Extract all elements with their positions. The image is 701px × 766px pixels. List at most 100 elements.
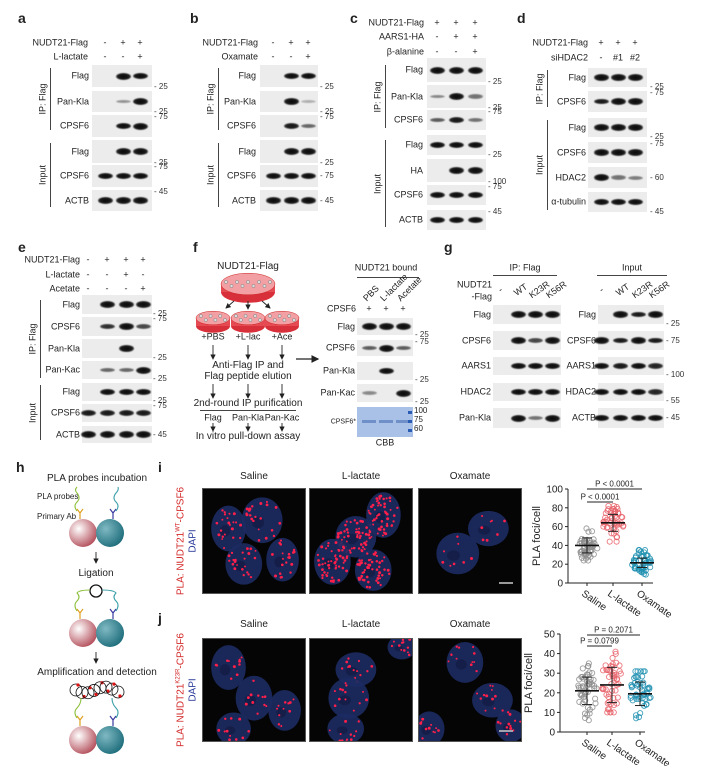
protein-band xyxy=(118,431,134,438)
condition-value: - xyxy=(435,46,439,57)
data-point xyxy=(579,684,586,691)
blot-strip xyxy=(80,426,152,443)
image-title: L-lactate xyxy=(341,619,381,630)
pla-focus xyxy=(217,533,221,537)
pla-focus xyxy=(433,731,436,734)
molecular-weight-marker: 45 xyxy=(666,414,680,422)
molecular-weight-marker: 45 xyxy=(154,188,168,196)
pla-focus xyxy=(242,573,245,577)
pla-focus xyxy=(344,690,347,694)
x-tick-label: Saline xyxy=(579,737,608,762)
condition-value: + xyxy=(305,51,311,62)
pla-focus xyxy=(261,695,264,699)
protein-band xyxy=(510,414,526,422)
protein-band xyxy=(283,123,299,129)
protein-band xyxy=(610,198,626,206)
header-underline xyxy=(357,277,419,278)
protein-band xyxy=(627,74,643,81)
pla-focus xyxy=(473,661,476,663)
data-point xyxy=(646,695,653,702)
cell-icon xyxy=(268,280,272,284)
molecular-weight-marker: 75 xyxy=(153,402,167,410)
pla-focus xyxy=(324,547,328,550)
pla-focus xyxy=(427,726,431,730)
pla-focus xyxy=(360,559,364,562)
pla-focus xyxy=(385,497,388,500)
pla-focus xyxy=(229,717,233,720)
pla-focus xyxy=(378,528,382,532)
pla-focus xyxy=(365,575,369,579)
group-bracket xyxy=(218,143,219,207)
protein-band xyxy=(448,191,464,199)
pla-focus xyxy=(361,578,364,582)
pla-focus xyxy=(327,563,330,567)
protein-b-sphere xyxy=(96,619,124,647)
molecular-weight-marker: 75 xyxy=(650,140,664,148)
cbb-gel xyxy=(357,407,413,437)
detection-probe-dot xyxy=(112,682,116,686)
data-point xyxy=(576,698,583,705)
cell-icon xyxy=(208,314,213,318)
blot-strip xyxy=(427,85,486,108)
pla-focus xyxy=(345,660,349,664)
panel-label-b: b xyxy=(190,10,199,26)
pla-focus xyxy=(501,709,504,712)
protein-a-sphere xyxy=(69,619,97,647)
data-point xyxy=(633,715,640,722)
protein-band xyxy=(593,174,609,181)
blot-strip xyxy=(357,384,413,402)
rca-product-icon xyxy=(105,682,119,696)
pla-focus xyxy=(283,701,287,704)
data-point xyxy=(579,700,586,707)
pla-focus xyxy=(246,696,250,700)
pla-focus xyxy=(379,494,383,498)
pla-focus xyxy=(252,679,255,683)
nucleolus xyxy=(345,666,358,676)
pla-focus xyxy=(462,561,465,564)
group-bracket xyxy=(385,140,386,227)
condition-label: AARS1-HA xyxy=(378,31,424,42)
pla-focus xyxy=(491,697,494,701)
blot-strip xyxy=(92,190,152,211)
pla-focus xyxy=(378,561,382,564)
condition-value: + xyxy=(305,37,311,48)
pla-focus xyxy=(368,511,371,514)
cell-icon xyxy=(277,314,282,318)
protein-band xyxy=(80,410,96,416)
blot-row-label: ACTB xyxy=(571,412,596,423)
pla-focus xyxy=(357,576,361,580)
protein-band xyxy=(361,345,377,351)
pla-focus xyxy=(228,512,231,515)
pla-focus xyxy=(419,721,423,725)
pla-focus xyxy=(484,709,487,712)
rca-product-icon xyxy=(87,684,101,697)
protein-band xyxy=(593,124,609,131)
nucleolus xyxy=(447,550,460,561)
pla-focus xyxy=(337,549,341,552)
protein-band xyxy=(448,216,464,224)
pla-focus xyxy=(397,644,401,647)
condition-label: NUDT21-Flag xyxy=(532,37,588,48)
protein-band xyxy=(630,337,646,344)
blot-row-label: CPSF6 xyxy=(556,96,586,106)
nucleolus xyxy=(478,525,491,535)
pla-focus xyxy=(361,531,364,535)
pla-prefix: PLA: NUDT21 xyxy=(175,531,187,596)
pla-focus xyxy=(367,509,370,512)
x-tick-label: Oxamate xyxy=(634,588,674,621)
pla-focus xyxy=(390,644,394,648)
pla-focus xyxy=(384,511,388,515)
pla-focus xyxy=(390,524,394,527)
pla-focus xyxy=(357,659,361,663)
molecular-weight-marker: 75 xyxy=(153,315,167,323)
data-point xyxy=(589,528,596,535)
data-point xyxy=(581,710,589,717)
pla-focus xyxy=(505,726,509,729)
pla-focus xyxy=(272,534,276,538)
pla-focus xyxy=(470,557,473,560)
pla-focus xyxy=(245,507,249,511)
antibody-a-icon xyxy=(76,715,84,726)
pla-focus xyxy=(389,508,392,511)
blot-strip xyxy=(493,331,561,350)
protein-band xyxy=(627,149,643,156)
